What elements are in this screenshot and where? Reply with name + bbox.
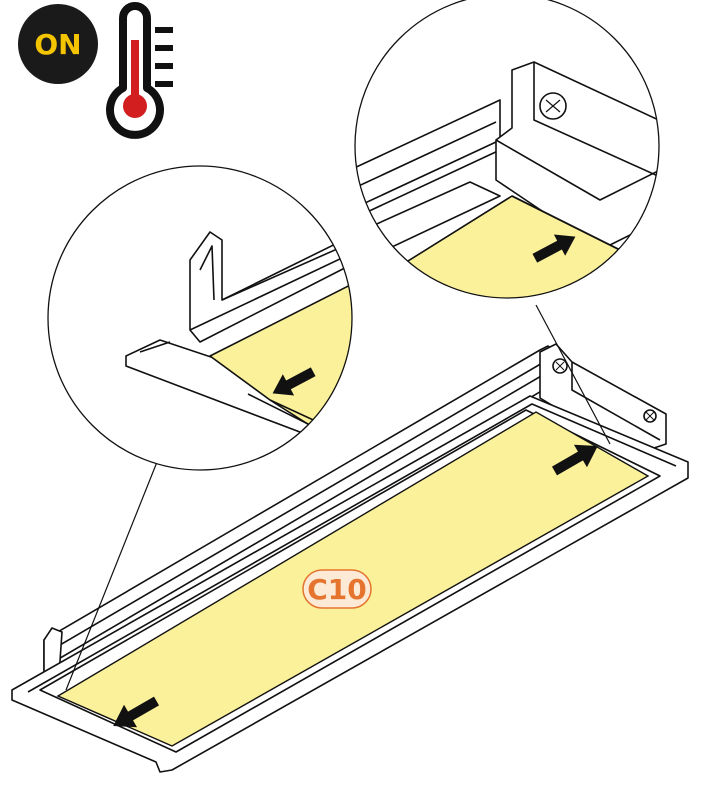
part-label-text: C10 <box>307 573 367 606</box>
detail-magnifier-right <box>354 0 660 299</box>
leader-lines <box>65 304 611 691</box>
arrow-icon <box>113 444 598 728</box>
on-badge-text: ON <box>34 28 81 61</box>
on-badge-icon: ON <box>18 4 98 84</box>
arrow-icon <box>272 367 316 396</box>
part-label-badge: C10 <box>302 569 372 609</box>
detail-magnifier-left <box>47 165 353 471</box>
thermometer-hot-icon <box>106 2 173 139</box>
arrow-icon <box>532 234 576 263</box>
